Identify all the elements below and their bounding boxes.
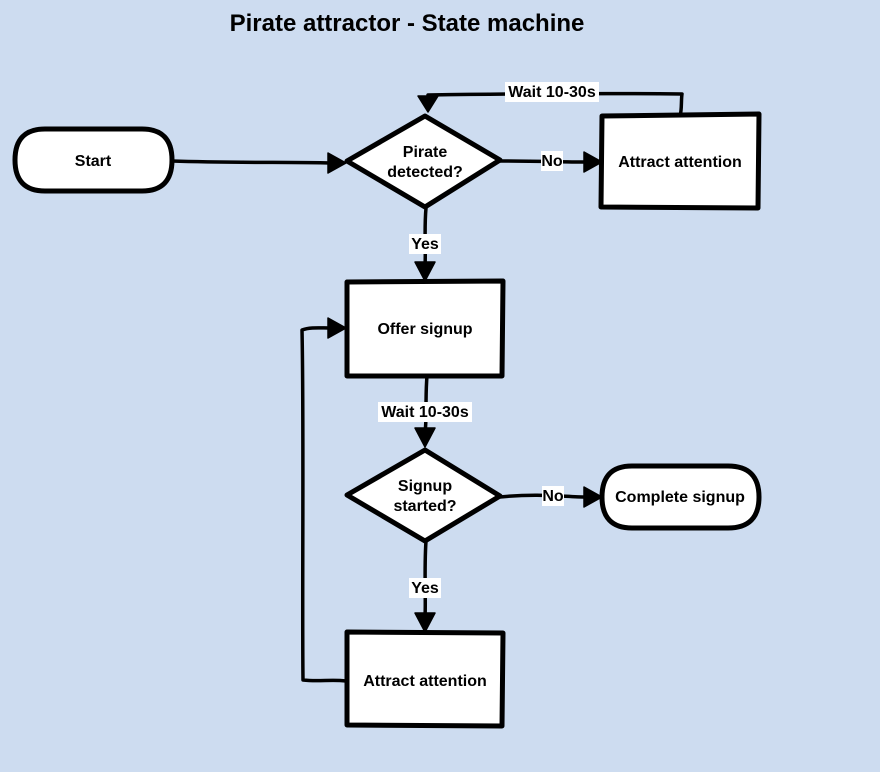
node-complete-signup[interactable]: Complete signup [599,463,762,531]
edge-label-bg [378,402,472,422]
edge-label-signup-no: No [542,488,564,505]
edge-offer-wait: Wait 10-30s [378,374,472,448]
node-attract-attention-top-label: Attract attention [618,154,742,171]
node-pirate-detected-line2: detected? [387,164,463,181]
edge-label-bg [542,486,564,506]
node-pirate-detected-line1: Pirate [403,144,448,161]
node-offer-signup[interactable]: Offer signup [344,278,506,379]
edge-label-bg [541,151,563,171]
node-signup-started-line1: Signup [398,478,452,495]
node-attract-attention-bottom[interactable]: Attract attention [344,629,506,729]
edge-pirate-yes: Yes [409,206,441,282]
edge-label-bg [409,234,441,254]
node-offer-signup-label: Offer signup [377,321,472,338]
edge-attract-wait-loop: Wait 10-30s [417,82,684,118]
diagram-title: Pirate attractor - State machine [229,10,585,37]
node-start-label: Start [75,153,112,170]
edge-label-bg [409,578,441,598]
edge-label-attract-wait: Wait 10-30s [508,84,596,101]
node-signup-started-line2: started? [393,498,456,515]
edge-label-signup-yes: Yes [411,580,439,597]
edge-attract-back-to-offer [300,317,348,683]
edge-label-pirate-yes: Yes [411,236,439,253]
node-signup-started[interactable]: Signup started? [344,447,503,544]
edge-signup-yes: Yes [409,539,441,633]
node-attract-attention-bottom-label: Attract attention [363,673,487,690]
node-start[interactable]: Start [12,126,175,194]
node-attract-attention-top[interactable]: Attract attention [598,111,762,211]
edge-signup-no: No [498,486,603,508]
edge-label-offer-wait: Wait 10-30s [381,404,469,421]
edge-start-to-pirate-detected [170,152,347,174]
edge-label-bg [505,82,599,102]
edge-label-pirate-no: No [541,153,563,170]
node-complete-signup-label: Complete signup [615,489,745,506]
edge-pirate-no: No [498,151,603,173]
node-pirate-detected[interactable]: Pirate detected? [344,113,503,210]
